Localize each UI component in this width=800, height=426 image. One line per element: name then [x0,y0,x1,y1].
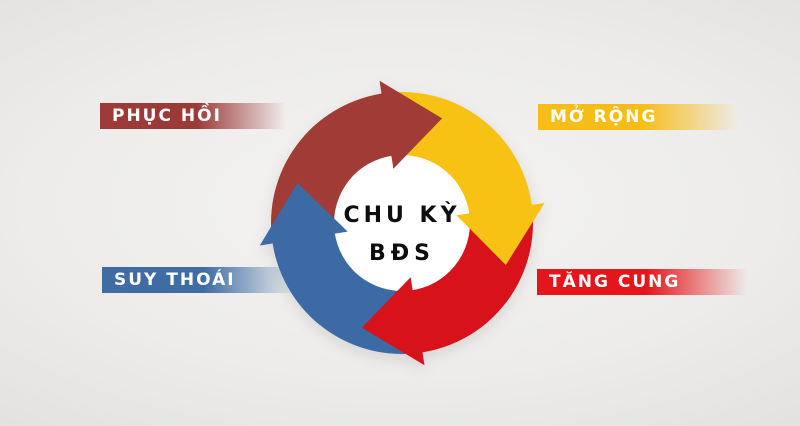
label-bar-suy-thoai: SUY THOÁI [102,267,297,293]
label-text-phuc-hoi: PHỤC HỒI [112,106,222,126]
label-text-tang-cung: TĂNG CUNG [549,272,681,292]
label-bar-tang-cung: TĂNG CUNG [537,269,747,295]
center-label-line2: BĐS [368,241,436,266]
arrow-head-suy-thoai [259,182,348,246]
label-bar-phuc-hoi: PHỤC HỒI [100,103,286,129]
cycle-center-label: CHU KỲ BĐS [302,203,502,267]
arrow-head-tang-cung [361,277,425,366]
label-text-mo-rong: MỞ RỘNG [550,107,658,127]
arrow-head-mo-rong [456,203,545,265]
center-hole [331,152,473,294]
arrow-head-phuc-hoi [379,80,443,169]
center-label-line1: CHU KỲ [343,203,461,228]
label-bar-mo-rong: MỞ RỘNG [538,104,738,130]
label-text-suy-thoai: SUY THOÁI [114,270,236,290]
